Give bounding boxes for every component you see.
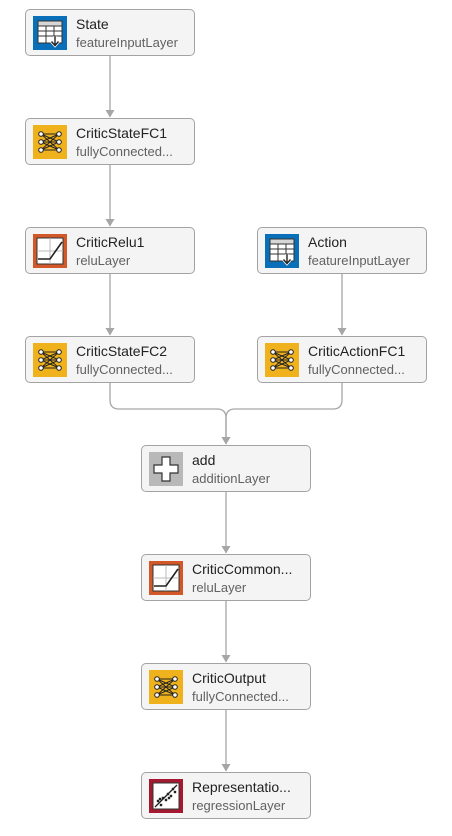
layer-type: fullyConnected... [76, 144, 173, 159]
layer-node-criticstatefc2[interactable]: CriticStateFC2 fullyConnected... [25, 336, 195, 383]
addition-icon [149, 452, 183, 486]
layer-node-criticactionfc1[interactable]: CriticActionFC1 fullyConnected... [257, 336, 427, 383]
layer-node-add[interactable]: add additionLayer [141, 445, 311, 492]
layer-type: featureInputLayer [308, 253, 410, 268]
arrowhead-icon [105, 219, 115, 227]
layer-type: fullyConnected... [76, 362, 173, 377]
connection-criticrelu1-to-criticstatefc2 [105, 274, 115, 336]
arrowhead-icon [221, 764, 231, 772]
layer-name: State [76, 16, 109, 32]
layer-type: additionLayer [192, 471, 271, 486]
layer-type: regressionLayer [192, 798, 286, 813]
layer-node-criticcommon[interactable]: CriticCommon... reluLayer [141, 554, 311, 601]
layer-node-action[interactable]: Action featureInputLayer [257, 227, 427, 274]
layer-node-representatio[interactable]: Representatio... regressionLayer [141, 772, 311, 819]
connection-add-to-criticcommon- [221, 492, 231, 554]
layer-node-state[interactable]: State featureInputLayer [25, 9, 195, 56]
layer-name: CriticRelu1 [76, 234, 145, 250]
layer-type: featureInputLayer [76, 35, 178, 50]
layer-name: Representatio... [192, 779, 291, 795]
arrowhead-icon [221, 655, 231, 663]
layer-type: fullyConnected... [308, 362, 405, 377]
fully-connected-icon [33, 125, 67, 159]
connection-criticoutput-to-representatio- [221, 710, 231, 772]
fully-connected-icon [33, 343, 67, 377]
layer-name: CriticCommon... [192, 561, 293, 577]
regression-icon [149, 779, 183, 813]
arrowhead-icon [337, 328, 347, 336]
fully-connected-icon [265, 343, 299, 377]
fully-connected-icon [149, 670, 183, 704]
connection-state-to-criticstatefc1 [105, 56, 115, 118]
connection-criticstatefc2-to-add [109, 383, 231, 445]
relu-icon [33, 234, 67, 268]
arrowhead-icon [105, 328, 115, 336]
connection-criticstatefc1-to-criticrelu1 [105, 165, 115, 227]
feature-input-icon [265, 234, 299, 268]
connection-action-to-criticactionfc1 [337, 274, 347, 336]
layer-node-criticoutput[interactable]: CriticOutput fullyConnected... [141, 663, 311, 710]
layer-name: CriticStateFC2 [76, 343, 168, 359]
layer-type: reluLayer [76, 253, 131, 268]
layer-name: Action [308, 234, 347, 250]
feature-input-icon [33, 16, 67, 50]
relu-icon [149, 561, 183, 595]
layer-node-criticrelu1[interactable]: CriticRelu1 reluLayer [25, 227, 195, 274]
arrowhead-icon [221, 546, 231, 554]
layer-name: add [192, 452, 216, 468]
connection-criticcommon--to-criticoutput [221, 601, 231, 663]
layer-name: CriticOutput [192, 670, 266, 686]
connection-criticactionfc1-to-add [221, 383, 343, 445]
layer-type: reluLayer [192, 580, 247, 595]
arrowhead-icon [105, 110, 115, 118]
arrowhead-icon [221, 437, 231, 445]
layer-name: CriticActionFC1 [308, 343, 406, 359]
layer-node-criticstatefc1[interactable]: CriticStateFC1 fullyConnected... [25, 118, 195, 165]
layer-name: CriticStateFC1 [76, 125, 168, 141]
layer-type: fullyConnected... [192, 689, 289, 704]
